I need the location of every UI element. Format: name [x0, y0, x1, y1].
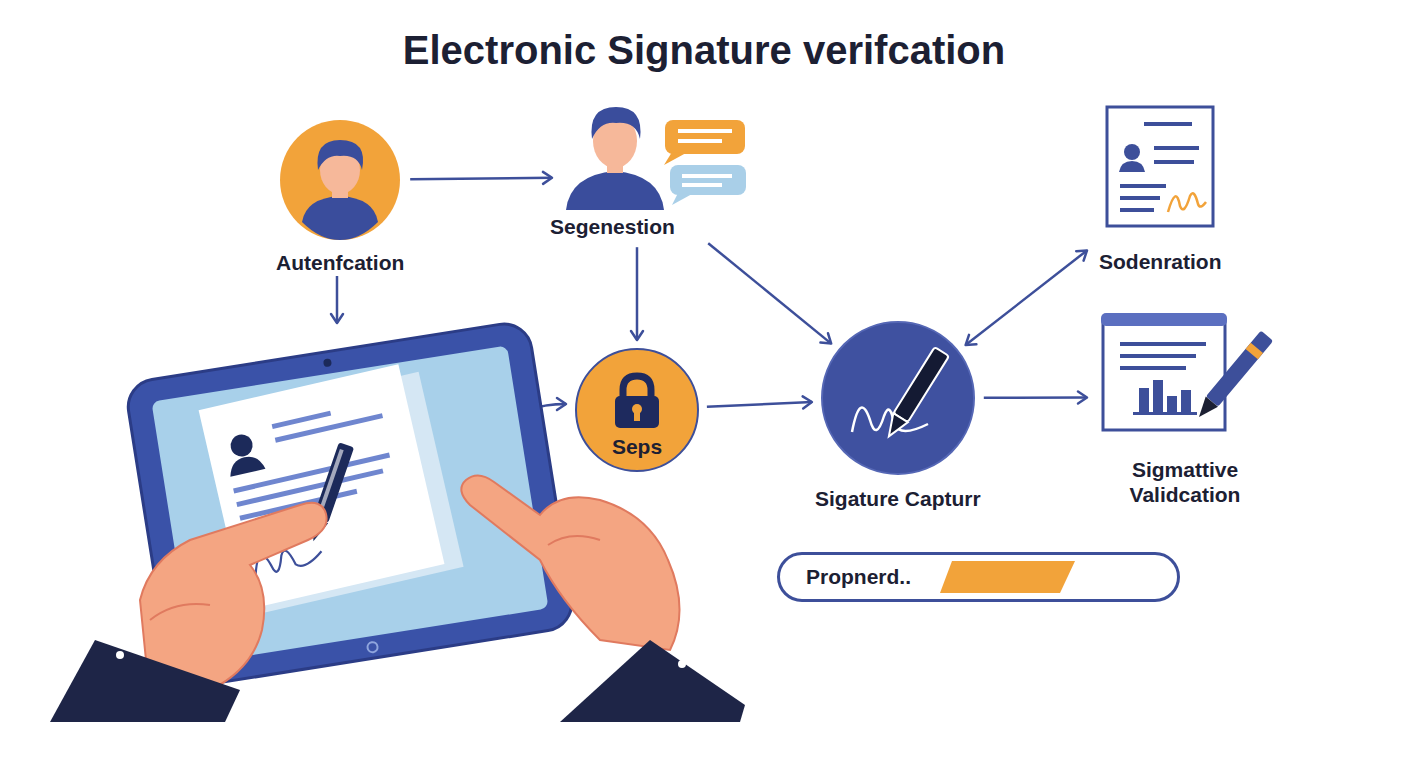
session-node: Segenestion	[550, 95, 750, 239]
node-label: Segenestion	[550, 214, 675, 239]
flow-arrow	[636, 247, 639, 340]
node-label: Seps	[612, 434, 662, 459]
node-icon	[560, 95, 750, 210]
node-icon	[1095, 310, 1275, 435]
flow-arrow	[410, 178, 552, 180]
auth-node: Autenfcation	[276, 118, 404, 275]
node-label: Autenfcation	[276, 250, 404, 275]
progress-bar: Propnerd..	[777, 552, 1180, 602]
node-icon	[278, 118, 402, 242]
left-hand	[50, 503, 327, 722]
node-label: Propnerd..	[806, 564, 911, 589]
leader-arrow	[336, 276, 339, 323]
flow-arrow	[984, 396, 1087, 399]
flow-arrow	[708, 243, 831, 343]
flow-arrow	[966, 250, 1087, 345]
node-label: Sigmattive Validcation	[1110, 457, 1260, 507]
security-node: Seps	[575, 348, 699, 472]
node-icon	[820, 320, 976, 476]
flow-arrow	[707, 402, 812, 407]
right-hand	[461, 475, 745, 722]
capture-node: Sigature Capturr	[815, 320, 981, 511]
node-icon	[1104, 104, 1216, 229]
node-label: Sigature Capturr	[815, 486, 981, 511]
lock-icon	[611, 372, 663, 430]
node-label: Sodenration	[1099, 249, 1222, 274]
generation-node: Sodenration	[1099, 104, 1222, 274]
diagram-title: Electronic Signature verifcation	[0, 28, 1408, 72]
validation-node: Sigmattive Validcation	[1095, 310, 1275, 507]
